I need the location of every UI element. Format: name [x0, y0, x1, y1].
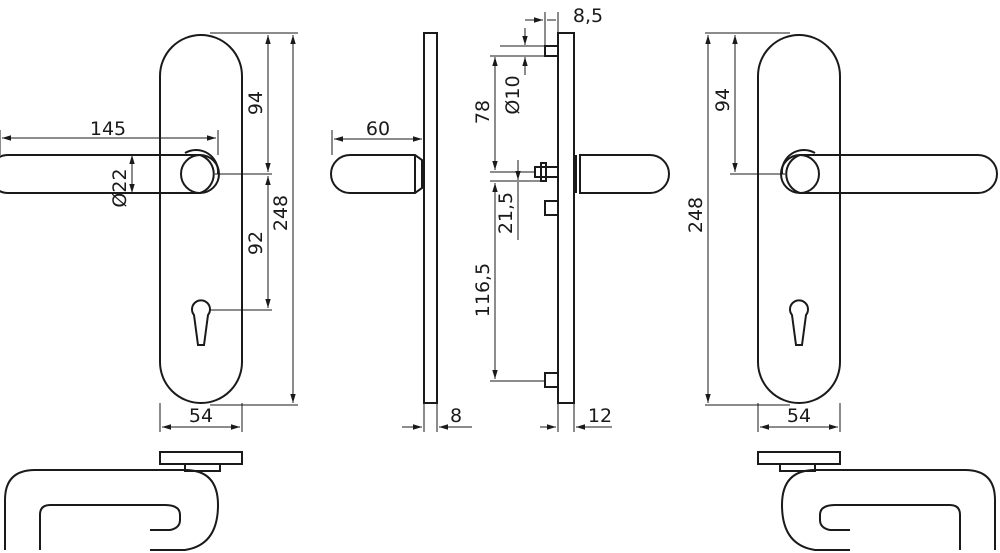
label-right-total-height: 248: [685, 197, 707, 233]
label-left-total-height: 248: [270, 195, 292, 231]
left-lever-handle: [0, 154, 215, 194]
left-front-view: 145 Ø22 94 92 248 54: [0, 32, 298, 432]
label-left-lower-height: 92: [245, 231, 267, 255]
side-lever: [330, 154, 423, 194]
section-plate: [557, 32, 575, 404]
left-top-lever-outer: [4, 469, 220, 551]
left-top-rose: [184, 463, 221, 472]
left-top-lever-inner: [39, 504, 181, 550]
label-left-plate-width: 54: [189, 405, 213, 427]
label-left-lever-diameter: Ø22: [109, 168, 131, 207]
right-top-lever-outer: [780, 469, 996, 551]
section-bolt-mid: [544, 200, 559, 216]
label-left-upper-height: 94: [245, 91, 267, 115]
right-front-view: 94 248 54: [685, 32, 998, 432]
right-top-rose: [779, 463, 816, 472]
label-mid-spindle-offset: 8,5: [573, 5, 603, 27]
label-side-lever-projection: 60: [366, 118, 390, 140]
right-top-plate: [757, 451, 841, 465]
side-view: 60 8: [330, 32, 472, 432]
right-lever-collar: [780, 149, 816, 175]
label-side-plate-thickness: 8: [450, 405, 462, 427]
section-lever: [579, 154, 670, 194]
right-backplate: [757, 34, 841, 404]
label-mid-lower-distance: 116,5: [472, 263, 494, 317]
label-mid-upper-distance: 78: [472, 100, 494, 124]
label-mid-plate-thickness: 12: [588, 405, 612, 427]
right-top-view: [757, 451, 996, 551]
right-keyhole: [789, 299, 809, 346]
section-view: 8,5 Ø10 78 21,5 116,5 12: [472, 5, 670, 432]
left-backplate: [159, 34, 243, 404]
right-lever-handle: [785, 154, 998, 194]
right-top-lever-inner: [819, 504, 961, 550]
side-plate: [423, 32, 438, 404]
label-mid-middle-distance: 21,5: [495, 192, 517, 234]
section-bolt-top: [544, 45, 559, 57]
left-top-view: [4, 451, 243, 551]
section-bolt-bottom: [544, 372, 559, 388]
section-spindle-head: [540, 162, 547, 182]
label-mid-bolt-diameter: Ø10: [502, 75, 524, 114]
label-left-lever-length: 145: [90, 118, 126, 140]
label-right-plate-width: 54: [787, 405, 811, 427]
left-keyhole: [191, 299, 211, 346]
label-right-upper-height: 94: [712, 88, 734, 112]
left-top-plate: [159, 451, 243, 465]
left-lever-collar: [184, 149, 220, 175]
